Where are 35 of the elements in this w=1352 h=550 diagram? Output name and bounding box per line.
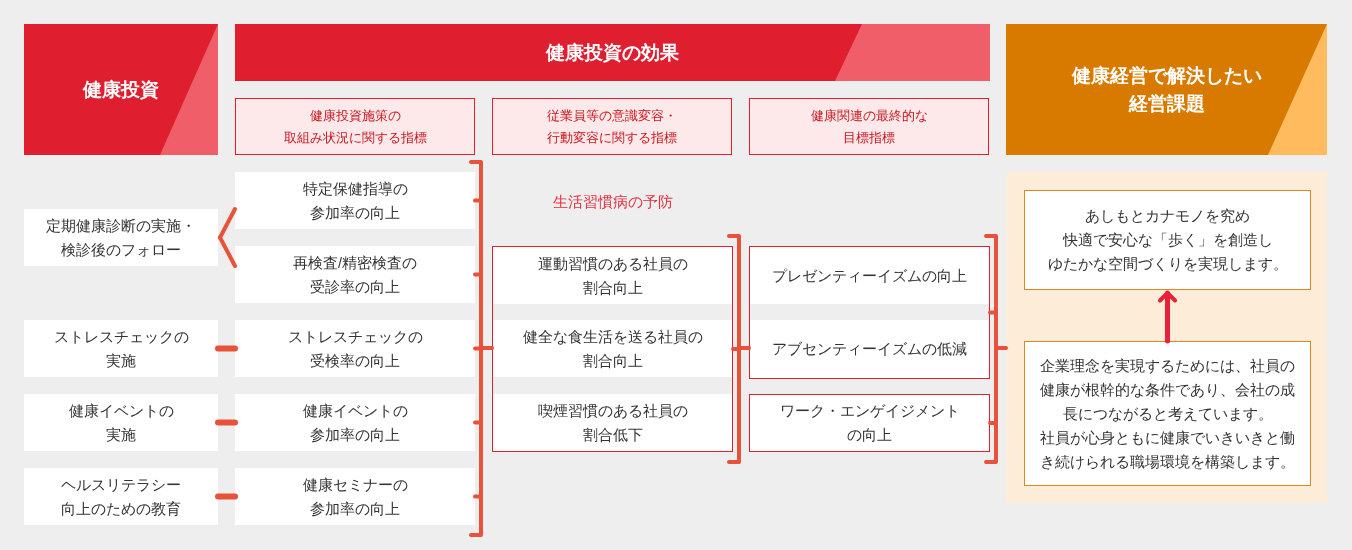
category-header: 健康関連の最終的な目標指標 <box>749 98 989 155</box>
bracket-connector <box>984 234 1008 464</box>
item-box: 健康イベントの実施 <box>24 394 218 451</box>
item-box: ストレスチェックの受検率の向上 <box>235 320 475 377</box>
item-box: 定期健康診断の実施・検診後のフォロー <box>24 209 218 266</box>
bracket-connector <box>727 234 751 464</box>
item-box: プレゼンティーイズムの向上 <box>750 247 989 304</box>
header-banner: 健康経営で解決したい経営課題 <box>1006 24 1327 155</box>
item-box: ワーク・エンゲイジメントの向上 <box>749 394 990 452</box>
bracket-connector <box>469 160 494 537</box>
category-header: 従業員等の意識変容・行動変容に関する指標 <box>492 98 732 155</box>
statement-box: 企業理念を実現するためには、社員の健康が根幹的な条件であり、会社の成長につながると考えています。社員が心身ともに健康でいきいきと働き続けられる職場環境を構築します。 <box>1024 341 1311 486</box>
item-box: 再検査/精密検査の受診率の向上 <box>235 246 475 303</box>
item-box: 喫煙習慣のある社員の割合低下 <box>493 394 732 451</box>
header-banner: 健康投資 <box>24 24 218 155</box>
item-box: 特定保健指導の参加率の向上 <box>235 172 475 229</box>
connector-line <box>218 207 237 240</box>
group-box <box>749 246 990 379</box>
connector-line <box>215 419 238 426</box>
item-box: ストレスチェックの実施 <box>24 320 218 377</box>
item-box: 健全な食生活を送る社員の割合向上 <box>493 320 732 377</box>
item-box: 健康セミナーの参加率の向上 <box>235 468 475 525</box>
connector-line <box>215 493 238 500</box>
category-header: 健康投資施策の取組み状況に関する指標 <box>235 98 475 155</box>
connector-line <box>215 345 238 352</box>
panel <box>1006 172 1327 503</box>
group-heading: 生活習慣病の予防 <box>551 192 674 212</box>
item-box: アブセンティーイズムの低減 <box>750 320 989 378</box>
connector-line <box>218 235 237 268</box>
item-box: ヘルスリテラシー向上のための教育 <box>24 468 218 525</box>
statement-box: あしもとカナモノを究め快適で安心な「歩く」を創造しゆたかな空間づくりを実現します。 <box>1024 190 1311 290</box>
item-box: 運動習慣のある社員の割合向上 <box>493 247 732 304</box>
arrow <box>1158 290 1177 344</box>
header-banner: 健康投資の効果 <box>235 24 990 81</box>
item-box: 健康イベントの参加率の向上 <box>235 394 475 451</box>
